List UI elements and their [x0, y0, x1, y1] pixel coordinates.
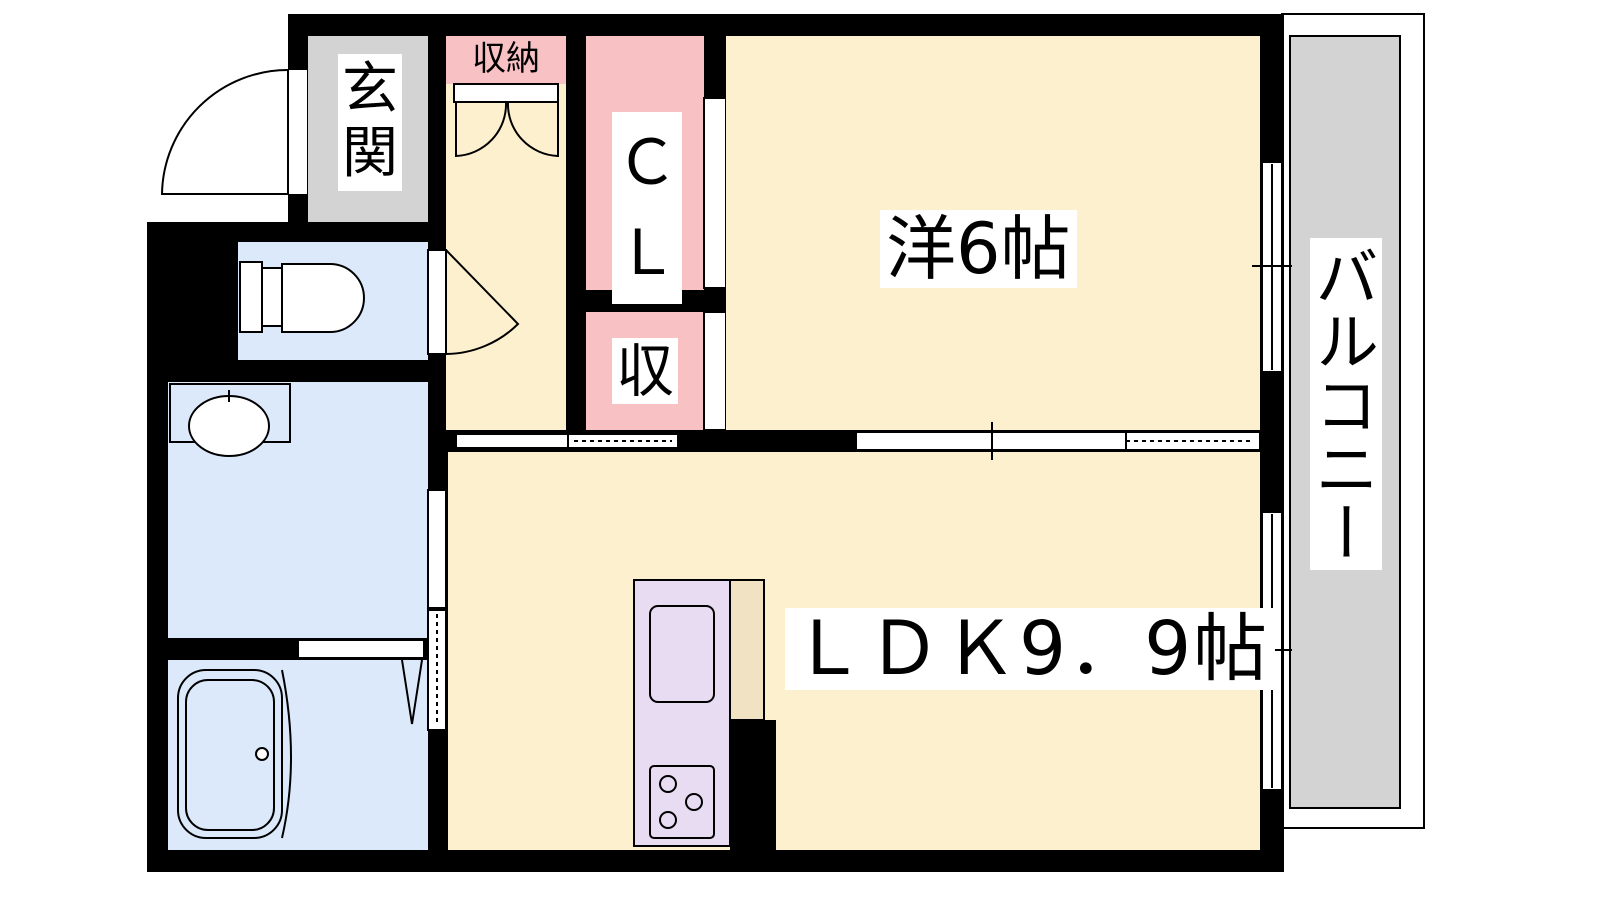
storage-small-label: 収納 — [472, 39, 540, 79]
bath-folding-door — [401, 659, 423, 725]
bathroom-floor — [168, 660, 428, 850]
toilet-door-swing — [445, 249, 520, 355]
bathtub-icon — [177, 669, 283, 839]
entrance-door-frame — [288, 70, 308, 194]
washbasin-icon — [188, 395, 270, 457]
balcony-label: バルコニー — [1304, 238, 1382, 570]
ldk-label: ＬＤＫ9．9帖 — [785, 608, 1276, 690]
kitchen-sink-icon — [649, 605, 715, 703]
side-counter — [729, 579, 765, 721]
genkan-label: 玄関 — [338, 54, 402, 191]
kitchen-counter — [633, 579, 731, 847]
storage-label: 収 — [612, 338, 679, 404]
entrance-door-swing — [160, 69, 289, 195]
toilet-icon — [239, 261, 365, 333]
storage-doors-icon — [455, 101, 559, 158]
stove-icon — [649, 765, 715, 839]
closet-label: ＣＬ — [612, 112, 682, 304]
storage-small-floor — [446, 36, 566, 84]
western-room-label: 洋6帖 — [880, 210, 1077, 288]
entrance-cutout — [140, 10, 288, 222]
